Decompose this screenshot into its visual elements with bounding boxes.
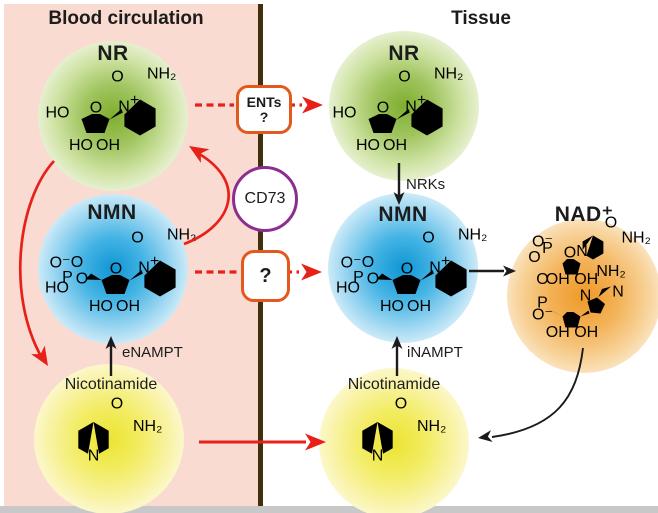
cd73-label: CD73 (244, 190, 286, 207)
ents-question-mark: ? (259, 108, 269, 125)
nad-structure (528, 214, 651, 341)
nr-label-blood: NR (97, 42, 129, 65)
nad-label: NAD⁺ (554, 203, 614, 226)
nr-structure-tissue (332, 65, 464, 154)
nicotinamide-label-blood: Nicotinamide (64, 376, 158, 393)
nr-structure-blood (45, 65, 177, 154)
nicotinamide-structure-blood (78, 395, 163, 465)
nrks-label: NRKs (406, 176, 446, 193)
inampt-label: iNAMPT (407, 344, 463, 361)
nicotinamide-label-tissue: Nicotinamide (347, 376, 441, 393)
ents-label: ENTs (246, 93, 282, 110)
nr-label-tissue: NR (388, 42, 420, 65)
nmn-question-mark: ? (259, 264, 272, 287)
nmn-label-blood: NMN (87, 201, 137, 224)
nmn-structure-blood (45, 226, 197, 315)
nmn-label-tissue: NMN (378, 203, 428, 226)
blood-circulation-heading: Blood circulation (48, 8, 204, 29)
enampt-label: eNAMPT (122, 344, 183, 361)
nicotinamide-circle-blood (34, 364, 184, 513)
nmn-structure-tissue (336, 226, 488, 315)
nicotinamide-circle-tissue (319, 368, 469, 513)
figure-bottom-edge (0, 506, 658, 513)
ents-transporter-box: ENTs ? (236, 85, 292, 134)
unknown-nmn-transporter-box: ? (241, 250, 290, 302)
cd73-enzyme-circle: CD73 (232, 166, 298, 232)
nicotinamide-structure-tissue (362, 395, 447, 465)
tissue-heading: Tissue (451, 8, 511, 29)
